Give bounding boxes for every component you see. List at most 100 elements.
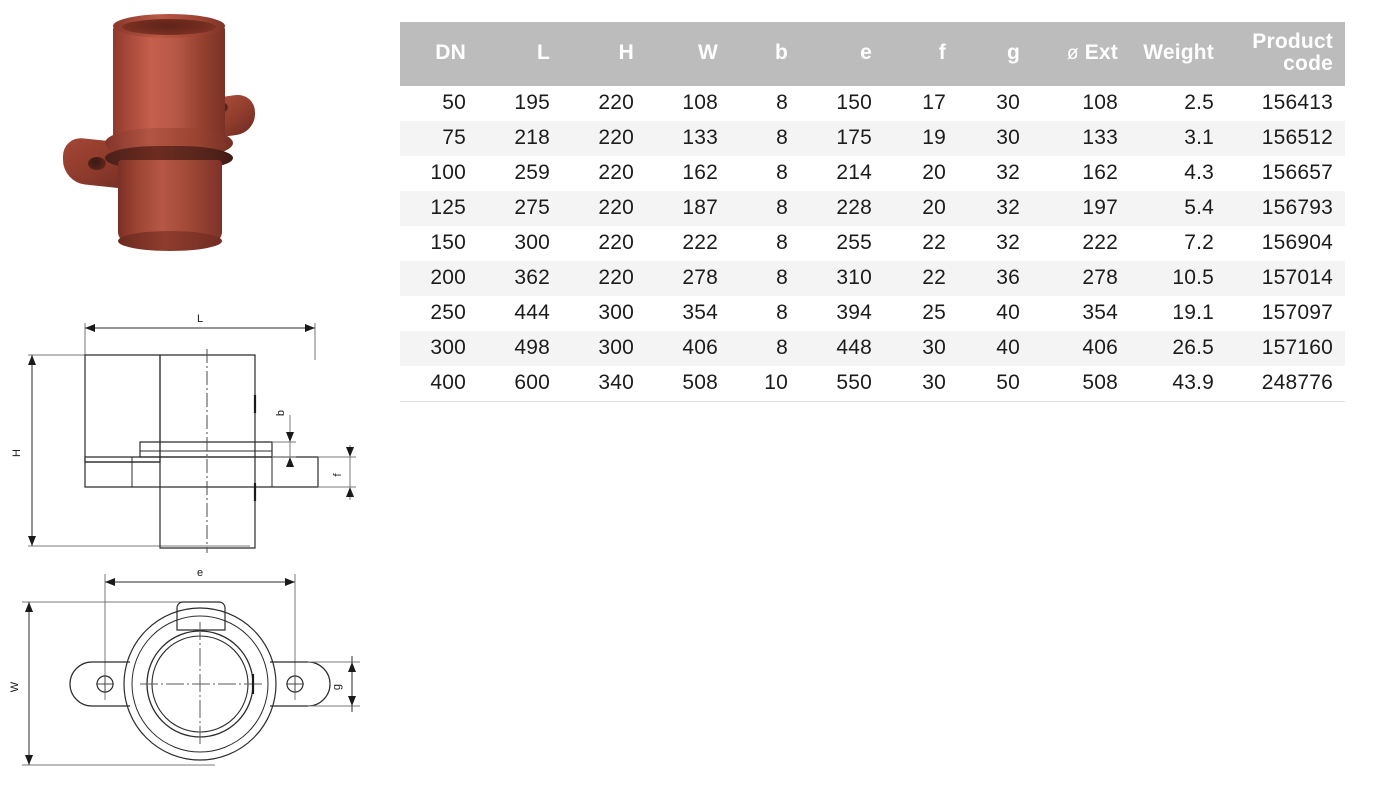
cell-e: 150	[800, 85, 884, 121]
cell-g: 32	[958, 155, 1032, 191]
cell-code: 156512	[1226, 120, 1345, 156]
cell-h: 220	[562, 225, 646, 261]
cell-e: 175	[800, 120, 884, 156]
cell-b: 8	[730, 85, 800, 121]
col-header-f[interactable]: f	[884, 22, 958, 86]
cell-ext: 197	[1032, 190, 1130, 226]
cell-g: 40	[958, 330, 1032, 366]
plan-view-drawing: e W g	[0, 560, 395, 804]
cell-wt: 19.1	[1130, 295, 1226, 331]
cell-wt: 10.5	[1130, 260, 1226, 296]
cell-l: 300	[478, 225, 562, 261]
col-header-e[interactable]: e	[800, 22, 884, 86]
cell-b: 8	[730, 295, 800, 331]
cell-l: 444	[478, 295, 562, 331]
cell-w: 162	[646, 155, 730, 191]
photo-socket-bore	[122, 19, 216, 35]
cell-l: 498	[478, 330, 562, 366]
cell-dn: 75	[400, 120, 478, 156]
dim-label-g: g	[331, 684, 343, 690]
cell-w: 406	[646, 330, 730, 366]
cell-f: 17	[884, 85, 958, 121]
cell-h: 220	[562, 85, 646, 121]
col-header-dn[interactable]: DN	[400, 22, 478, 86]
cell-w: 278	[646, 260, 730, 296]
cell-f: 22	[884, 260, 958, 296]
cell-l: 600	[478, 365, 562, 402]
col-header-ext-label: Ext	[1084, 40, 1118, 64]
cell-h: 300	[562, 330, 646, 366]
col-header-h[interactable]: H	[562, 22, 646, 86]
cell-h: 300	[562, 295, 646, 331]
photo-socket-barrel	[113, 24, 225, 142]
cell-l: 362	[478, 260, 562, 296]
col-header-b[interactable]: b	[730, 22, 800, 86]
cell-h: 220	[562, 190, 646, 226]
cell-code: 156793	[1226, 190, 1345, 226]
cell-f: 30	[884, 365, 958, 402]
cell-dn: 150	[400, 225, 478, 261]
col-header-g[interactable]: g	[958, 22, 1032, 86]
cell-f: 20	[884, 155, 958, 191]
cell-b: 8	[730, 330, 800, 366]
cell-e: 448	[800, 330, 884, 366]
cell-dn: 400	[400, 365, 478, 402]
cell-dn: 200	[400, 260, 478, 296]
cell-f: 25	[884, 295, 958, 331]
cell-wt: 3.1	[1130, 120, 1226, 156]
col-header-ext[interactable]: ø Ext	[1032, 22, 1130, 86]
cell-f: 30	[884, 330, 958, 366]
cell-l: 195	[478, 85, 562, 121]
cell-w: 222	[646, 225, 730, 261]
photo-lower-body	[118, 160, 222, 242]
col-header-w[interactable]: W	[646, 22, 730, 86]
cell-g: 30	[958, 85, 1032, 121]
col-header-code-line2: code	[1283, 51, 1333, 75]
cell-h: 220	[562, 120, 646, 156]
cell-e: 394	[800, 295, 884, 331]
dim-label-f: f	[332, 473, 344, 477]
col-header-weight[interactable]: Weight	[1130, 22, 1226, 86]
cell-e: 310	[800, 260, 884, 296]
illustrations-panel: L H b f	[0, 0, 395, 804]
cell-w: 133	[646, 120, 730, 156]
cell-b: 10	[730, 365, 800, 402]
cell-wt: 7.2	[1130, 225, 1226, 261]
cell-wt: 5.4	[1130, 190, 1226, 226]
photo-body-base	[118, 231, 222, 251]
cell-ext: 162	[1032, 155, 1130, 191]
cell-e: 255	[800, 225, 884, 261]
col-header-code-line1: Product	[1252, 30, 1333, 53]
cell-ext: 108	[1032, 85, 1130, 121]
cell-ext: 508	[1032, 365, 1130, 402]
cell-ext: 133	[1032, 120, 1130, 156]
cell-b: 8	[730, 225, 800, 261]
cell-code: 157014	[1226, 260, 1345, 296]
cell-dn: 50	[400, 85, 478, 121]
cell-dn: 100	[400, 155, 478, 191]
cell-h: 220	[562, 155, 646, 191]
cell-w: 354	[646, 295, 730, 331]
col-header-l[interactable]: L	[478, 22, 562, 86]
photo-bolt-hole-left	[88, 157, 106, 170]
dim-label-e: e	[197, 567, 203, 579]
cell-g: 36	[958, 260, 1032, 296]
cell-code: 248776	[1226, 365, 1345, 402]
cell-b: 8	[730, 155, 800, 191]
cell-b: 8	[730, 190, 800, 226]
dim-label-L: L	[197, 313, 203, 325]
cell-w: 108	[646, 85, 730, 121]
